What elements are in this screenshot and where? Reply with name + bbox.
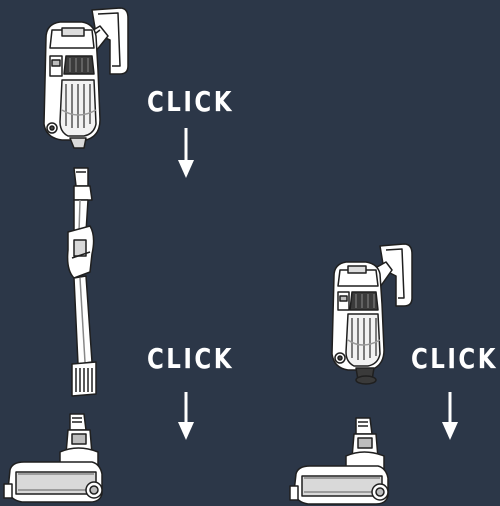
floor-brush-head-icon <box>4 414 102 502</box>
down-arrow-icon <box>442 392 458 440</box>
extension-tube-icon <box>68 168 96 396</box>
handheld-vacuum-icon <box>44 8 128 148</box>
handheld-vacuum-icon <box>332 244 412 384</box>
down-arrow-icon <box>178 128 194 178</box>
down-arrow-icon <box>178 392 194 440</box>
floor-brush-head-icon <box>290 418 388 504</box>
